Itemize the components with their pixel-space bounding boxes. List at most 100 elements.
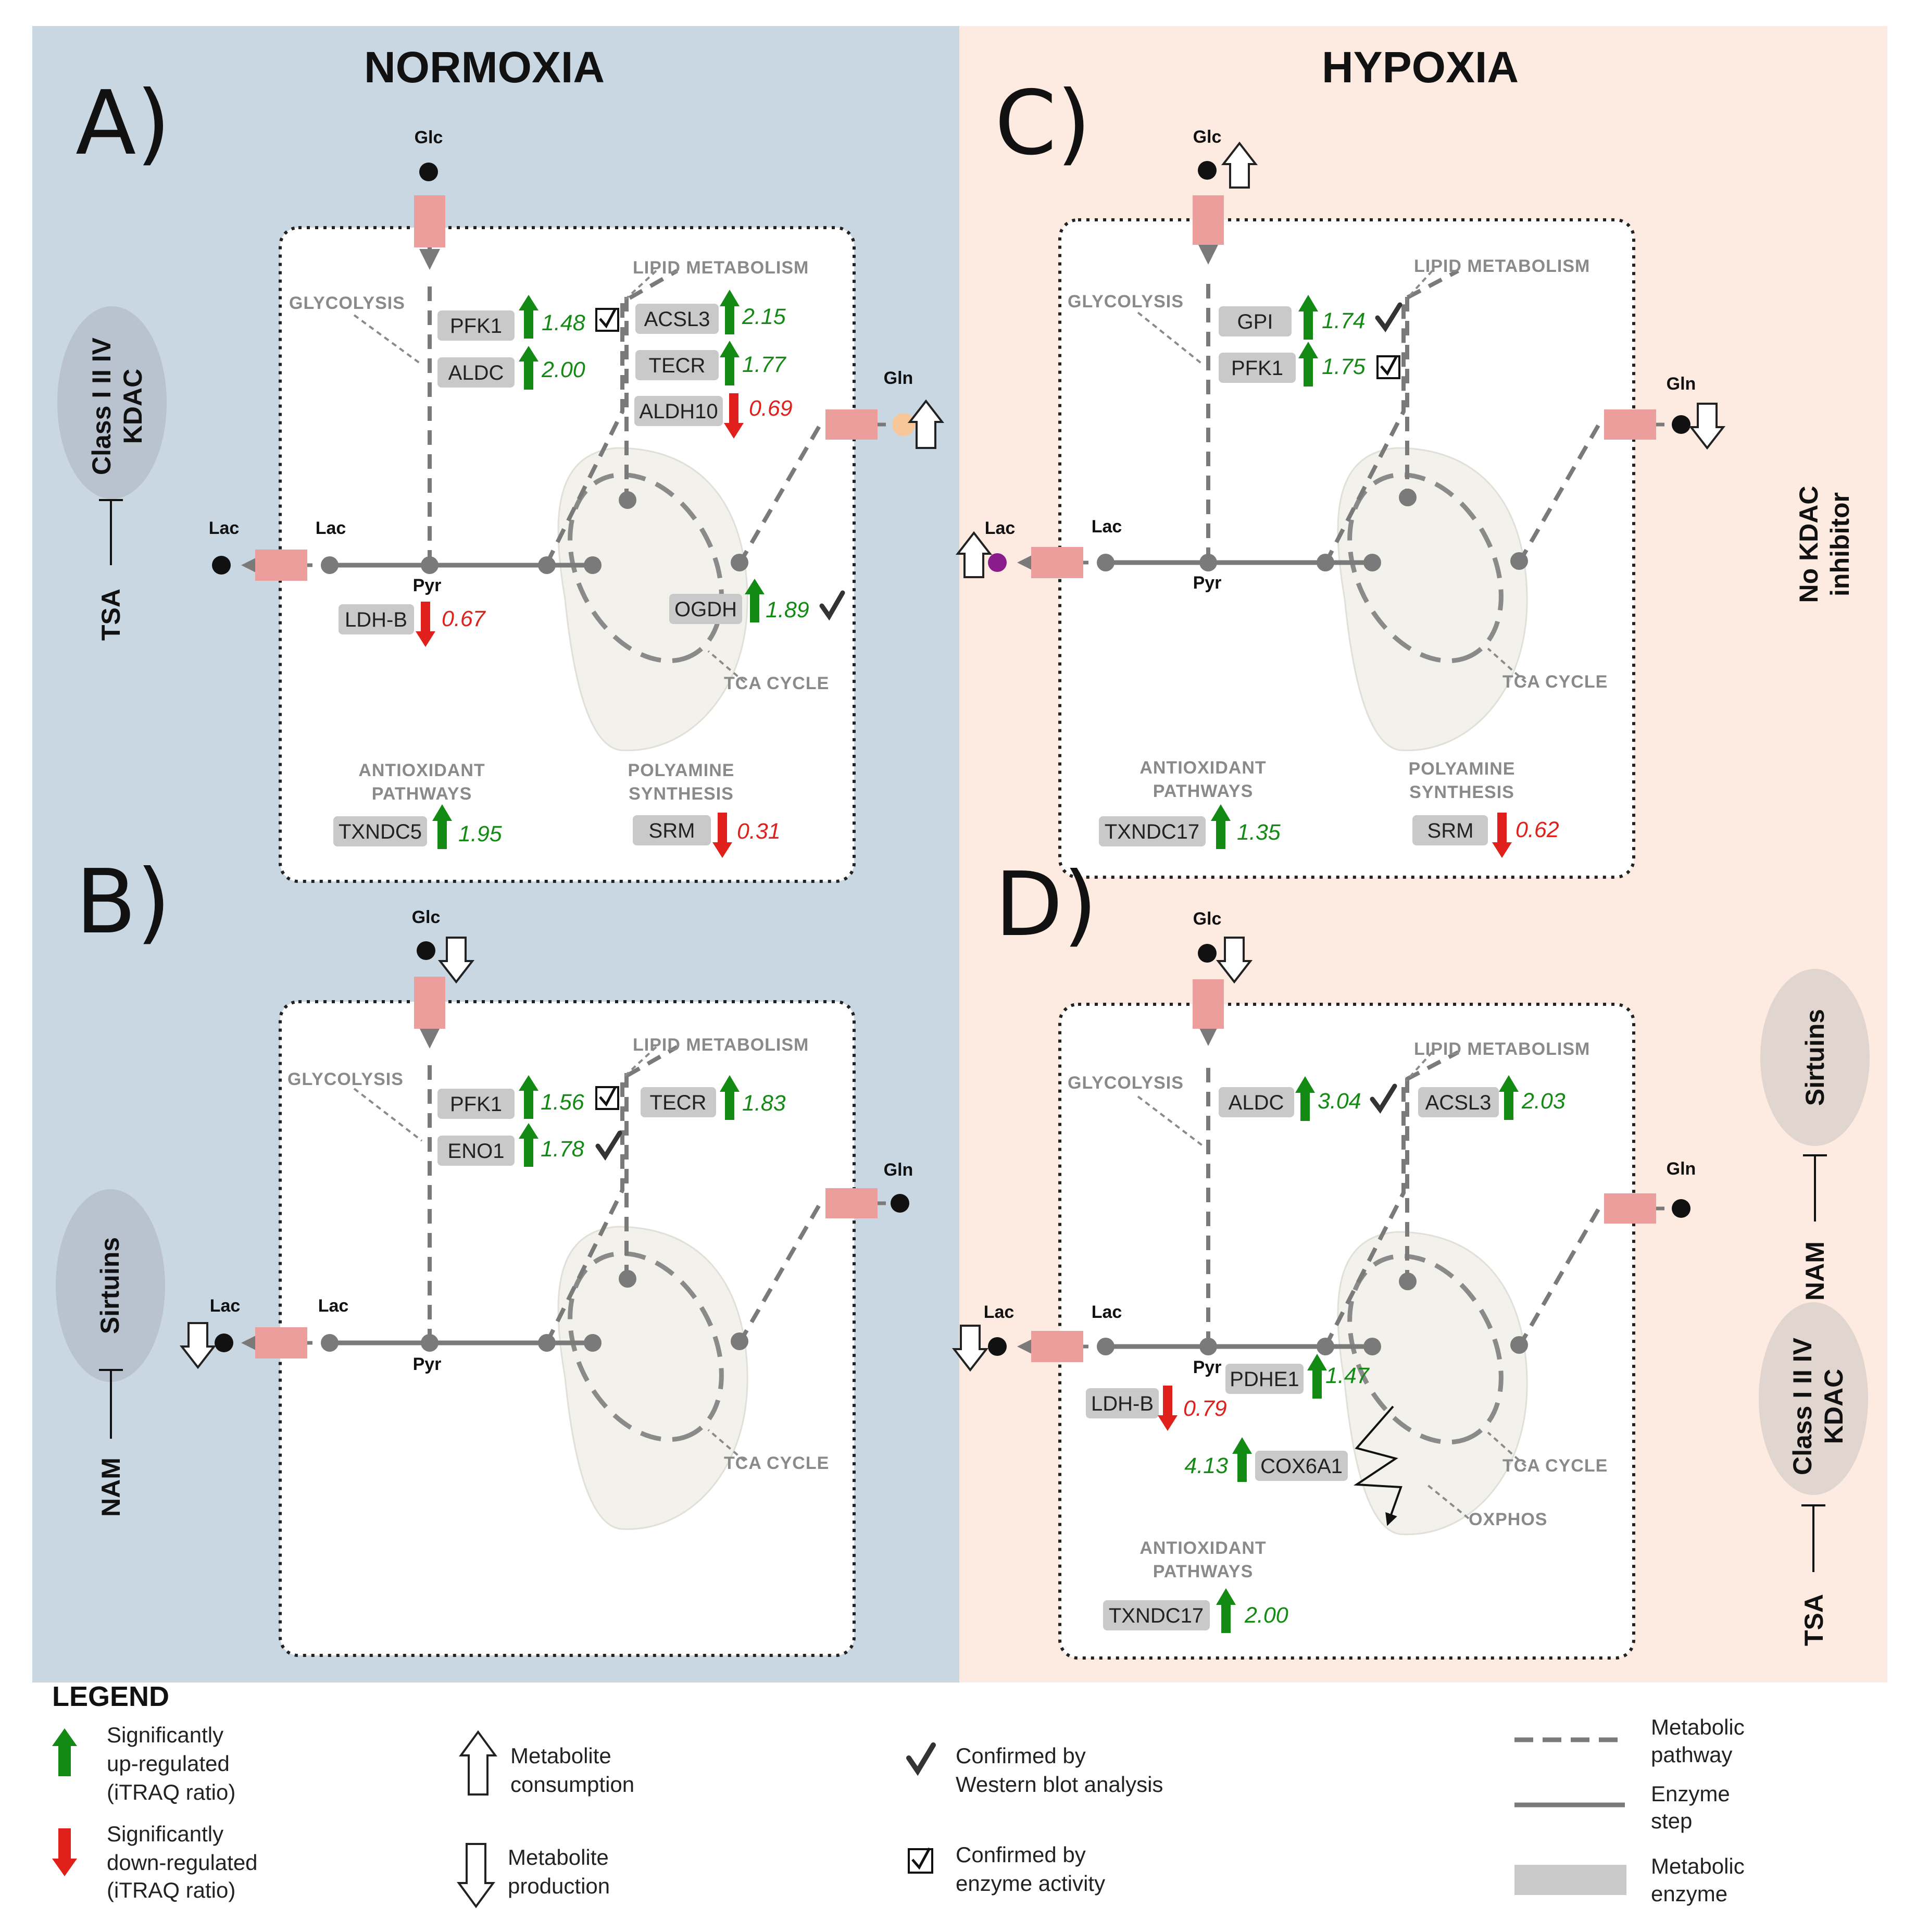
- svg-text:pathway: pathway: [1651, 1742, 1732, 1767]
- enzyme-txndc5: TXNDC5 1.95: [333, 804, 503, 849]
- svg-text:ENO1: ENO1: [448, 1140, 505, 1163]
- lactate-in-node: [1097, 1338, 1114, 1355]
- svg-text:SRM: SRM: [1427, 819, 1474, 842]
- lipid-callout: [621, 1046, 657, 1079]
- lipid-branch: [545, 269, 678, 565]
- glutamine-production-icon: [1688, 403, 1726, 450]
- svg-text:LDH-B: LDH-B: [1091, 1392, 1154, 1415]
- up-arrow: [1295, 1076, 1315, 1121]
- pyruvate-label: Pyr: [1193, 573, 1222, 593]
- lactate-production-icon: [951, 1325, 989, 1372]
- enzyme-aldh10: ALDH10 0.69: [634, 393, 793, 439]
- down-arrow: [416, 602, 435, 647]
- junction-node: [1317, 1338, 1334, 1355]
- pathways-label: PATHWAYS: [1153, 781, 1254, 801]
- tca-cycle-label: TCA CYCLE: [724, 674, 829, 693]
- glucose-label: Glc: [412, 907, 441, 927]
- enzyme-pfk1: PFK1 1.75: [1219, 342, 1400, 387]
- lactate-in-label: Lac: [1092, 517, 1122, 537]
- pyruvate-label: Pyr: [1193, 1357, 1222, 1377]
- svg-text:2.00: 2.00: [1244, 1603, 1288, 1628]
- lactate-transporter: [255, 550, 307, 581]
- svg-text:ALDC: ALDC: [448, 362, 504, 384]
- junction-node: [538, 1334, 556, 1352]
- glycolysis-label: GLYCOLYSIS: [287, 1069, 404, 1089]
- svg-text:PDHE1: PDHE1: [1230, 1368, 1299, 1391]
- glucose-node: [419, 163, 438, 181]
- svg-text:Confirmed by: Confirmed by: [956, 1743, 1086, 1768]
- svg-text:PFK1: PFK1: [450, 315, 502, 338]
- glutamine-transporter: [1604, 1193, 1656, 1224]
- glutamine-label: Gln: [1667, 374, 1696, 394]
- production-arrow-icon: [457, 1843, 495, 1909]
- up-arrow: [52, 1728, 77, 1776]
- antioxidant-label: ANTIOXIDANT: [358, 761, 485, 780]
- lactate-out-label: Lac: [210, 1296, 241, 1316]
- panel-b: B) Glc Gln Lac Lac Pyr GLYCOLYSIS: [76, 851, 913, 1657]
- svg-text:1.83: 1.83: [742, 1091, 786, 1116]
- enzyme-ldh-b: LDH-B 0.79: [1086, 1386, 1227, 1431]
- tca-cycle: [568, 472, 724, 664]
- enzyme-ogdh: OGDH 1.89: [669, 579, 845, 624]
- up-arrow: [519, 1123, 539, 1167]
- tca-lipid-node: [619, 1270, 636, 1288]
- enzyme-pdhe1: PDHE1 1.47: [1225, 1354, 1370, 1399]
- lipid-metabolism-label: LIPID METABOLISM: [1414, 1039, 1590, 1059]
- svg-text:SRM: SRM: [649, 819, 695, 842]
- western-blot-check-icon: [906, 1742, 936, 1776]
- glucose-consumption-icon: [1221, 141, 1258, 189]
- tsa-label: TSA: [96, 589, 126, 641]
- svg-text:(iTRAQ ratio): (iTRAQ ratio): [107, 1780, 235, 1804]
- enzyme-gpi: GPI 1.74: [1219, 295, 1402, 340]
- tca-entry-node: [1363, 554, 1381, 571]
- enzyme-ldh-b: LDH-B 0.67: [339, 602, 486, 647]
- svg-text:GPI: GPI: [1237, 310, 1273, 333]
- svg-text:1.74: 1.74: [1322, 308, 1366, 333]
- tca-gln-node: [731, 1332, 748, 1350]
- svg-text:1.95: 1.95: [458, 821, 503, 846]
- glycolysis-label: GLYCOLYSIS: [1068, 1073, 1184, 1093]
- lactate-in-label: Lac: [318, 1296, 349, 1316]
- glutamine-node: [1672, 1199, 1690, 1218]
- panel-a: A) Glc Gln Lac Lac Pyr GLYCOLYSIS LIP: [76, 72, 945, 883]
- glucose-label: Glc: [415, 128, 443, 147]
- lipid-metabolism-label: LIPID METABOLISM: [633, 258, 809, 278]
- antioxidant-label: ANTIOXIDANT: [1139, 758, 1266, 778]
- pathways-label: PATHWAYS: [1153, 1562, 1254, 1581]
- svg-text:ACSL3: ACSL3: [1425, 1091, 1492, 1114]
- pyruvate-node: [1199, 554, 1217, 571]
- glycolysis-callout: [353, 314, 423, 366]
- glycolysis-callout: [1137, 311, 1204, 366]
- lactate-out-label: Lac: [985, 518, 1016, 538]
- down-arrow: [724, 393, 744, 439]
- lipid-branch: [1323, 1050, 1459, 1348]
- pyruvate-node: [1199, 1338, 1217, 1355]
- tca-cycle-label: TCA CYCLE: [1502, 1456, 1608, 1476]
- svg-text:OGDH: OGDH: [674, 598, 737, 621]
- tca-lipid-node: [1399, 489, 1417, 506]
- tca-lipid-node: [619, 491, 636, 509]
- svg-text:2.15: 2.15: [742, 304, 786, 329]
- enzyme-aldc: ALDC 3.04: [1219, 1076, 1397, 1121]
- tca-entry-node: [584, 1334, 602, 1352]
- up-arrow: [720, 1075, 740, 1120]
- glucose-node: [1198, 944, 1217, 963]
- svg-text:2.03: 2.03: [1521, 1089, 1566, 1114]
- up-arrow: [1298, 295, 1318, 340]
- normoxia-header: NORMOXIA: [364, 43, 605, 92]
- glucose-transporter: [414, 977, 445, 1029]
- down-arrow: [712, 813, 732, 858]
- enzyme-txndc17: TXNDC17 2.00: [1103, 1588, 1288, 1633]
- mitochondrion: [1337, 1231, 1528, 1536]
- panel-d: D) Glc Gln Lac Lac Pyr GLY: [951, 853, 1696, 1660]
- lactate-in-node: [321, 1334, 339, 1352]
- panel-a-letter: A): [76, 72, 171, 175]
- no-kdac-line1: No KDAC: [1794, 486, 1823, 603]
- glucose-label: Glc: [1193, 127, 1222, 147]
- tca-gln-node: [1510, 552, 1528, 570]
- tca-gln-node: [1510, 1336, 1528, 1354]
- svg-text:down-regulated: down-regulated: [107, 1850, 258, 1875]
- glutamine-consumption-icon: [907, 399, 945, 449]
- mitochondrion: [557, 1226, 748, 1530]
- enzyme-acsl3: ACSL3 2.15: [635, 290, 786, 334]
